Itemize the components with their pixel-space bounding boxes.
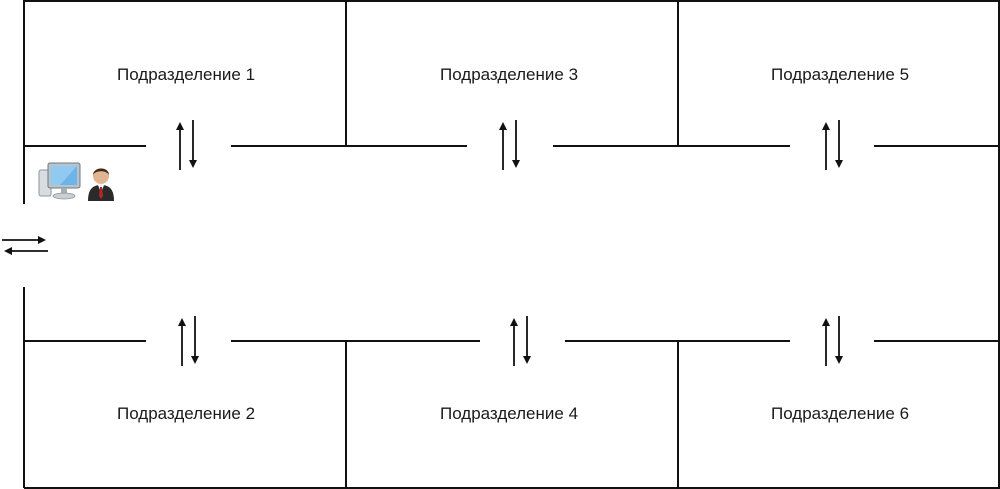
computer-icon [38,162,81,200]
door-arrows-dept-6 [822,316,843,366]
department-label-4: Подразделение 4 [440,404,578,423]
department-label-1: Подразделение 1 [117,65,255,84]
department-label-2: Подразделение 2 [117,404,255,423]
outer-walls [23,0,1000,489]
room-dividers [345,1,679,488]
door-arrows-dept-1 [176,120,197,170]
user-icon [88,168,114,201]
door-arrows-dept-3 [499,120,520,170]
door-arrows-dept-2 [178,316,199,366]
department-label-3: Подразделение 3 [440,65,578,84]
door-arrows-dept-4 [510,316,531,366]
entrance-arrows [2,236,48,255]
door-arrows-dept-5 [822,120,843,170]
department-label-6: Подразделение 6 [771,404,909,423]
department-label-5: Подразделение 5 [771,65,909,84]
